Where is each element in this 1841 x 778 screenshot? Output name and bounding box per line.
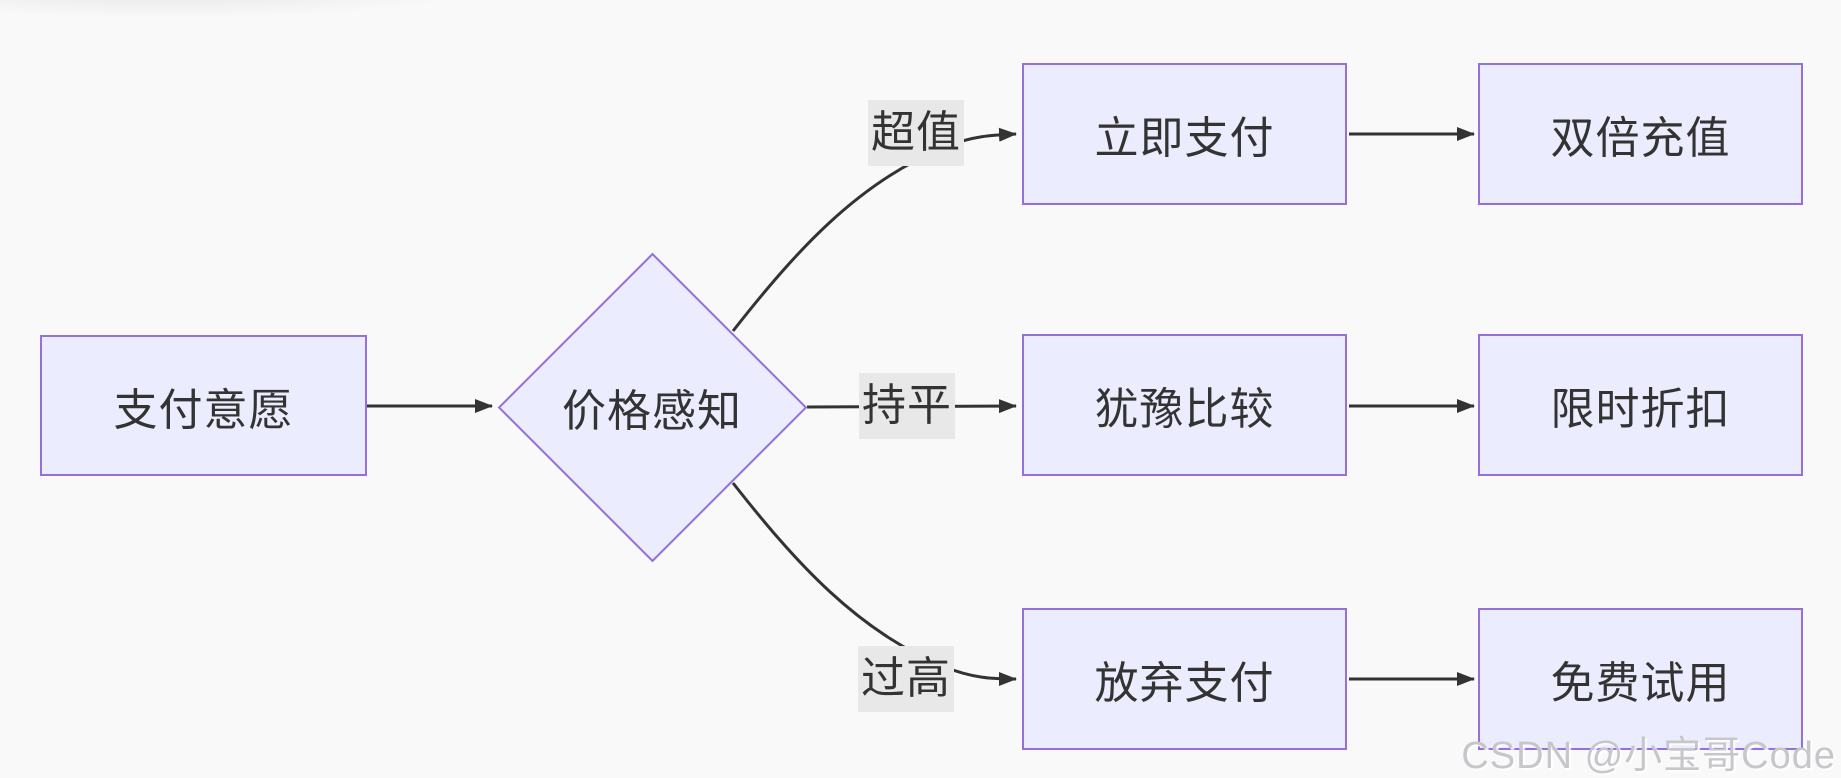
edge-label-great-value: 超值 xyxy=(868,100,964,166)
edge-perception-to-abandon xyxy=(731,482,1017,686)
edge-label-too-high: 过高 xyxy=(858,646,954,712)
node-pay-now: 立即支付 xyxy=(1022,63,1347,205)
watermark: CSDN @小宝哥Code xyxy=(1461,735,1836,777)
node-discount: 限时折扣 xyxy=(1478,334,1803,476)
node-free-trial: 免费试用 xyxy=(1478,608,1803,750)
node-abandon: 放弃支付 xyxy=(1022,608,1347,750)
node-hesitate: 犹豫比较 xyxy=(1022,334,1347,476)
node-double-recharge: 双倍充值 xyxy=(1478,63,1803,205)
node-willingness: 支付意愿 xyxy=(40,335,367,476)
edge-label-neutral: 持平 xyxy=(859,373,955,439)
edge-perception-to-pay-now xyxy=(731,127,1017,332)
node-perception-label: 价格感知 xyxy=(562,387,742,436)
